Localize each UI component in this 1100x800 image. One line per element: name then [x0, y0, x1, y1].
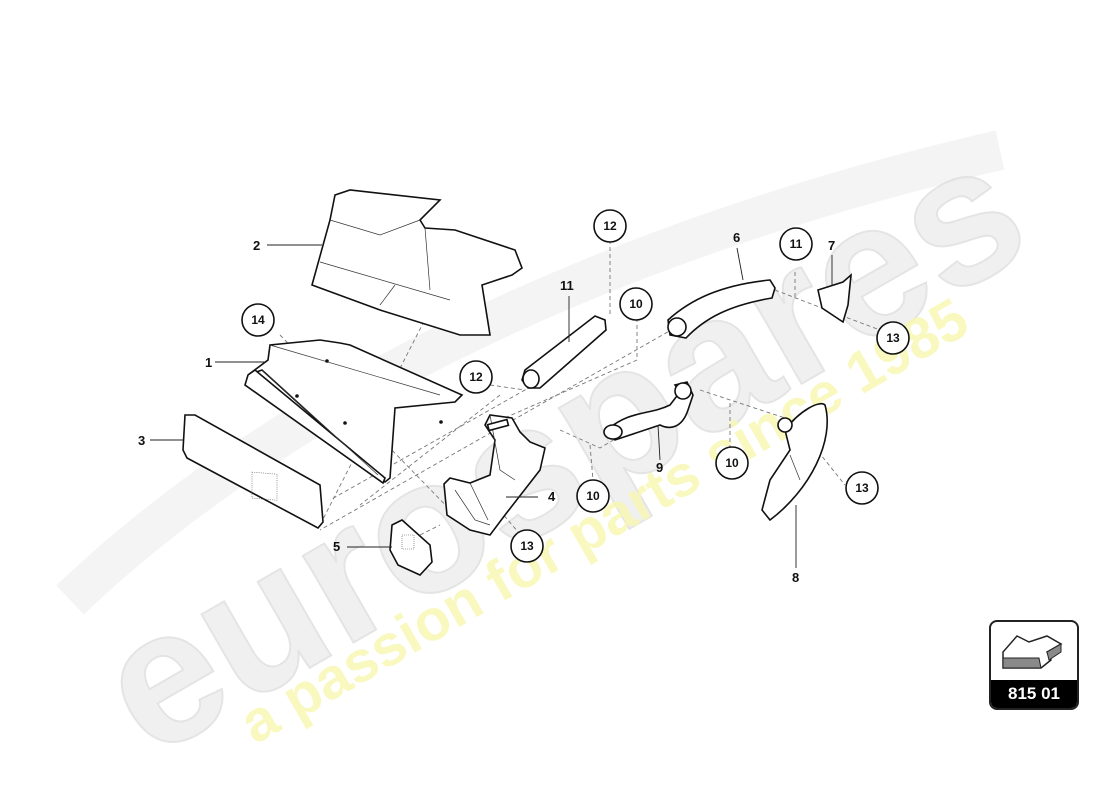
svg-text:12: 12	[603, 219, 617, 233]
callout-14: 14	[241, 303, 275, 337]
svg-text:13: 13	[886, 331, 900, 345]
callout-13-top: 13	[876, 321, 910, 355]
svg-text:13: 13	[520, 539, 534, 553]
svg-text:10: 10	[629, 297, 643, 311]
label-8: 8	[792, 570, 799, 585]
svg-text:10: 10	[725, 456, 739, 470]
part-1-duct-frame[interactable]	[244, 339, 464, 485]
diagram-code-badge: 815 01	[989, 620, 1079, 710]
label-6: 6	[733, 230, 740, 245]
label-3: 3	[138, 433, 145, 448]
part-11-hose[interactable]	[521, 315, 607, 389]
label-11: 11	[560, 278, 574, 293]
svg-text:13: 13	[855, 481, 869, 495]
callout-12-left: 12	[459, 360, 493, 394]
part-8-shield[interactable]	[761, 403, 828, 522]
callout-13-bottom: 13	[510, 529, 544, 563]
label-2: 2	[253, 238, 260, 253]
label-1: 1	[205, 355, 212, 370]
part-6-curved-hose[interactable]	[667, 279, 776, 339]
callout-12-top: 12	[593, 209, 627, 243]
callout-10-right: 10	[715, 446, 749, 480]
callout-10-top: 10	[619, 287, 653, 321]
label-4: 4	[548, 489, 556, 504]
arrow-direction-icon	[1002, 635, 1063, 669]
leader-lines	[150, 244, 833, 568]
svg-text:12: 12	[469, 370, 483, 384]
part-7-bracket[interactable]	[817, 273, 852, 324]
svg-text:10: 10	[586, 489, 600, 503]
part-4-air-duct[interactable]	[443, 414, 546, 536]
part-9-s-hose[interactable]	[603, 381, 694, 441]
callout-11: 11	[779, 227, 813, 261]
part-5-small-grille[interactable]	[389, 519, 433, 576]
callout-10-bottom: 10	[576, 479, 610, 513]
svg-text:11: 11	[790, 237, 803, 251]
part-3-grille-panel[interactable]	[182, 414, 324, 530]
label-5: 5	[333, 539, 340, 554]
label-7: 7	[828, 238, 835, 253]
callout-13-mid: 13	[845, 471, 879, 505]
part-2-duct-housing[interactable]	[311, 189, 523, 336]
svg-text:14: 14	[251, 313, 265, 327]
part-labels: 2 1 3 4 5 6 7 8 9 11	[138, 230, 835, 585]
callout-circles: 14 12 12 10 10 10 11 13 13 13	[241, 209, 910, 563]
label-9: 9	[656, 460, 663, 475]
diagram-code: 815 01	[991, 680, 1077, 708]
